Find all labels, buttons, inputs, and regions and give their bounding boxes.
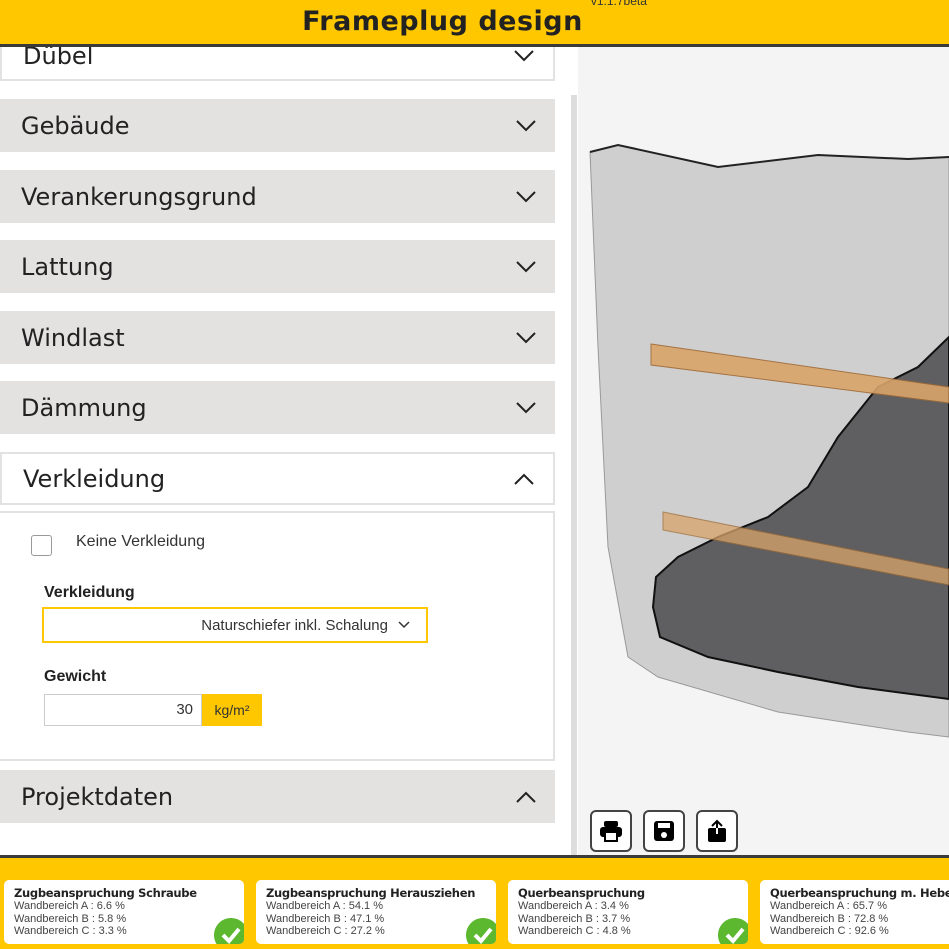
chevron-down-icon bbox=[516, 260, 536, 272]
print-button[interactable] bbox=[590, 810, 632, 852]
accordion-label: Projektdaten bbox=[21, 782, 174, 811]
accordion-verkleidung[interactable]: Verkleidung bbox=[0, 452, 555, 505]
save-button[interactable] bbox=[643, 810, 685, 852]
chevron-down-icon bbox=[516, 119, 536, 131]
accordion-verankerungsgrund[interactable]: Verankerungsgrund bbox=[0, 170, 555, 223]
accordion-duebel[interactable]: Dübel bbox=[0, 47, 555, 81]
accordion-label: Lattung bbox=[21, 252, 114, 281]
result-row: Wandbereich B : 47.1 % bbox=[266, 912, 385, 925]
save-icon bbox=[654, 821, 674, 841]
gewicht-input[interactable]: 30 bbox=[44, 694, 202, 726]
check-icon bbox=[718, 918, 748, 944]
accordion-label: Dämmung bbox=[21, 393, 147, 422]
accordion-label: Verkleidung bbox=[23, 464, 166, 493]
verkleidung-label: Verkleidung bbox=[44, 584, 135, 601]
scrollbar[interactable] bbox=[571, 95, 577, 855]
insulation-area bbox=[651, 335, 949, 701]
3d-model bbox=[589, 143, 949, 738]
keine-verkleidung-label: Keine Verkleidung bbox=[76, 533, 205, 550]
result-row: Wandbereich A : 65.7 % bbox=[770, 900, 887, 912]
keine-verkleidung-checkbox[interactable] bbox=[31, 535, 52, 556]
accordion-gebaeude[interactable]: Gebäude bbox=[0, 99, 555, 152]
app-version: v1.1.7beta bbox=[590, 0, 647, 8]
result-row: Wandbereich C : 4.8 % bbox=[518, 925, 631, 937]
result-row: Wandbereich A : 3.4 % bbox=[518, 900, 629, 912]
chevron-down-icon bbox=[516, 331, 536, 343]
chevron-up-icon bbox=[516, 791, 536, 803]
accordion-label: Verankerungsgrund bbox=[21, 182, 257, 211]
verkleidung-panel: Keine Verkleidung Verkleidung Naturschie… bbox=[0, 511, 555, 761]
settings-panel: Dübel Gebäude Verankerungsgrund Lattung … bbox=[0, 47, 560, 855]
chevron-down-icon bbox=[516, 190, 536, 202]
3d-viewer[interactable] bbox=[578, 47, 949, 855]
result-row: Wandbereich B : 5.8 % bbox=[14, 912, 127, 925]
batten bbox=[650, 343, 949, 404]
result-row: Wandbereich C : 92.6 % bbox=[770, 925, 889, 937]
accordion-projektdaten[interactable]: Projektdaten bbox=[0, 770, 555, 823]
result-row: Wandbereich B : 3.7 % bbox=[518, 912, 631, 925]
check-icon bbox=[466, 918, 496, 944]
gewicht-label: Gewicht bbox=[44, 668, 107, 685]
accordion-label: Gebäude bbox=[21, 111, 130, 140]
result-row: Wandbereich B : 72.8 % bbox=[770, 912, 889, 925]
result-row: Wandbereich A : 6.6 % bbox=[14, 900, 125, 912]
print-icon bbox=[600, 821, 622, 842]
check-icon bbox=[214, 918, 244, 944]
result-card: Querbeanspruchung m. HebelarmWandbereich… bbox=[760, 880, 949, 944]
accordion-label: Dübel bbox=[23, 47, 94, 70]
accordion-daemmung[interactable]: Dämmung bbox=[0, 381, 555, 434]
app-header: Frameplug design v1.1.7beta bbox=[0, 0, 949, 47]
result-row: Wandbereich C : 27.2 % bbox=[266, 925, 385, 937]
share-button[interactable] bbox=[696, 810, 738, 852]
chevron-down-icon bbox=[398, 621, 410, 629]
verkleidung-select[interactable]: Naturschiefer inkl. Schalung bbox=[42, 607, 428, 643]
chevron-down-icon bbox=[516, 401, 536, 413]
result-title: Zugbeanspruchung Schraube bbox=[14, 886, 197, 900]
result-title: Querbeanspruchung m. Hebelarm bbox=[770, 886, 949, 900]
batten bbox=[662, 511, 949, 586]
select-value: Naturschiefer inkl. Schalung bbox=[201, 616, 388, 634]
accordion-windlast[interactable]: Windlast bbox=[0, 311, 555, 364]
gewicht-unit: kg/m² bbox=[202, 694, 262, 726]
result-row: Wandbereich A : 54.1 % bbox=[266, 900, 383, 912]
accordion-label: Windlast bbox=[21, 323, 125, 352]
result-row: Wandbereich C : 3.3 % bbox=[14, 925, 127, 937]
accordion-lattung[interactable]: Lattung bbox=[0, 240, 555, 293]
result-title: Zugbeanspruchung Herausziehen bbox=[266, 886, 476, 900]
result-title: Querbeanspruchung bbox=[518, 886, 645, 900]
chevron-up-icon bbox=[514, 473, 534, 485]
app-title: Frameplug design bbox=[302, 6, 583, 37]
share-icon bbox=[708, 819, 726, 842]
chevron-down-icon bbox=[514, 50, 534, 62]
